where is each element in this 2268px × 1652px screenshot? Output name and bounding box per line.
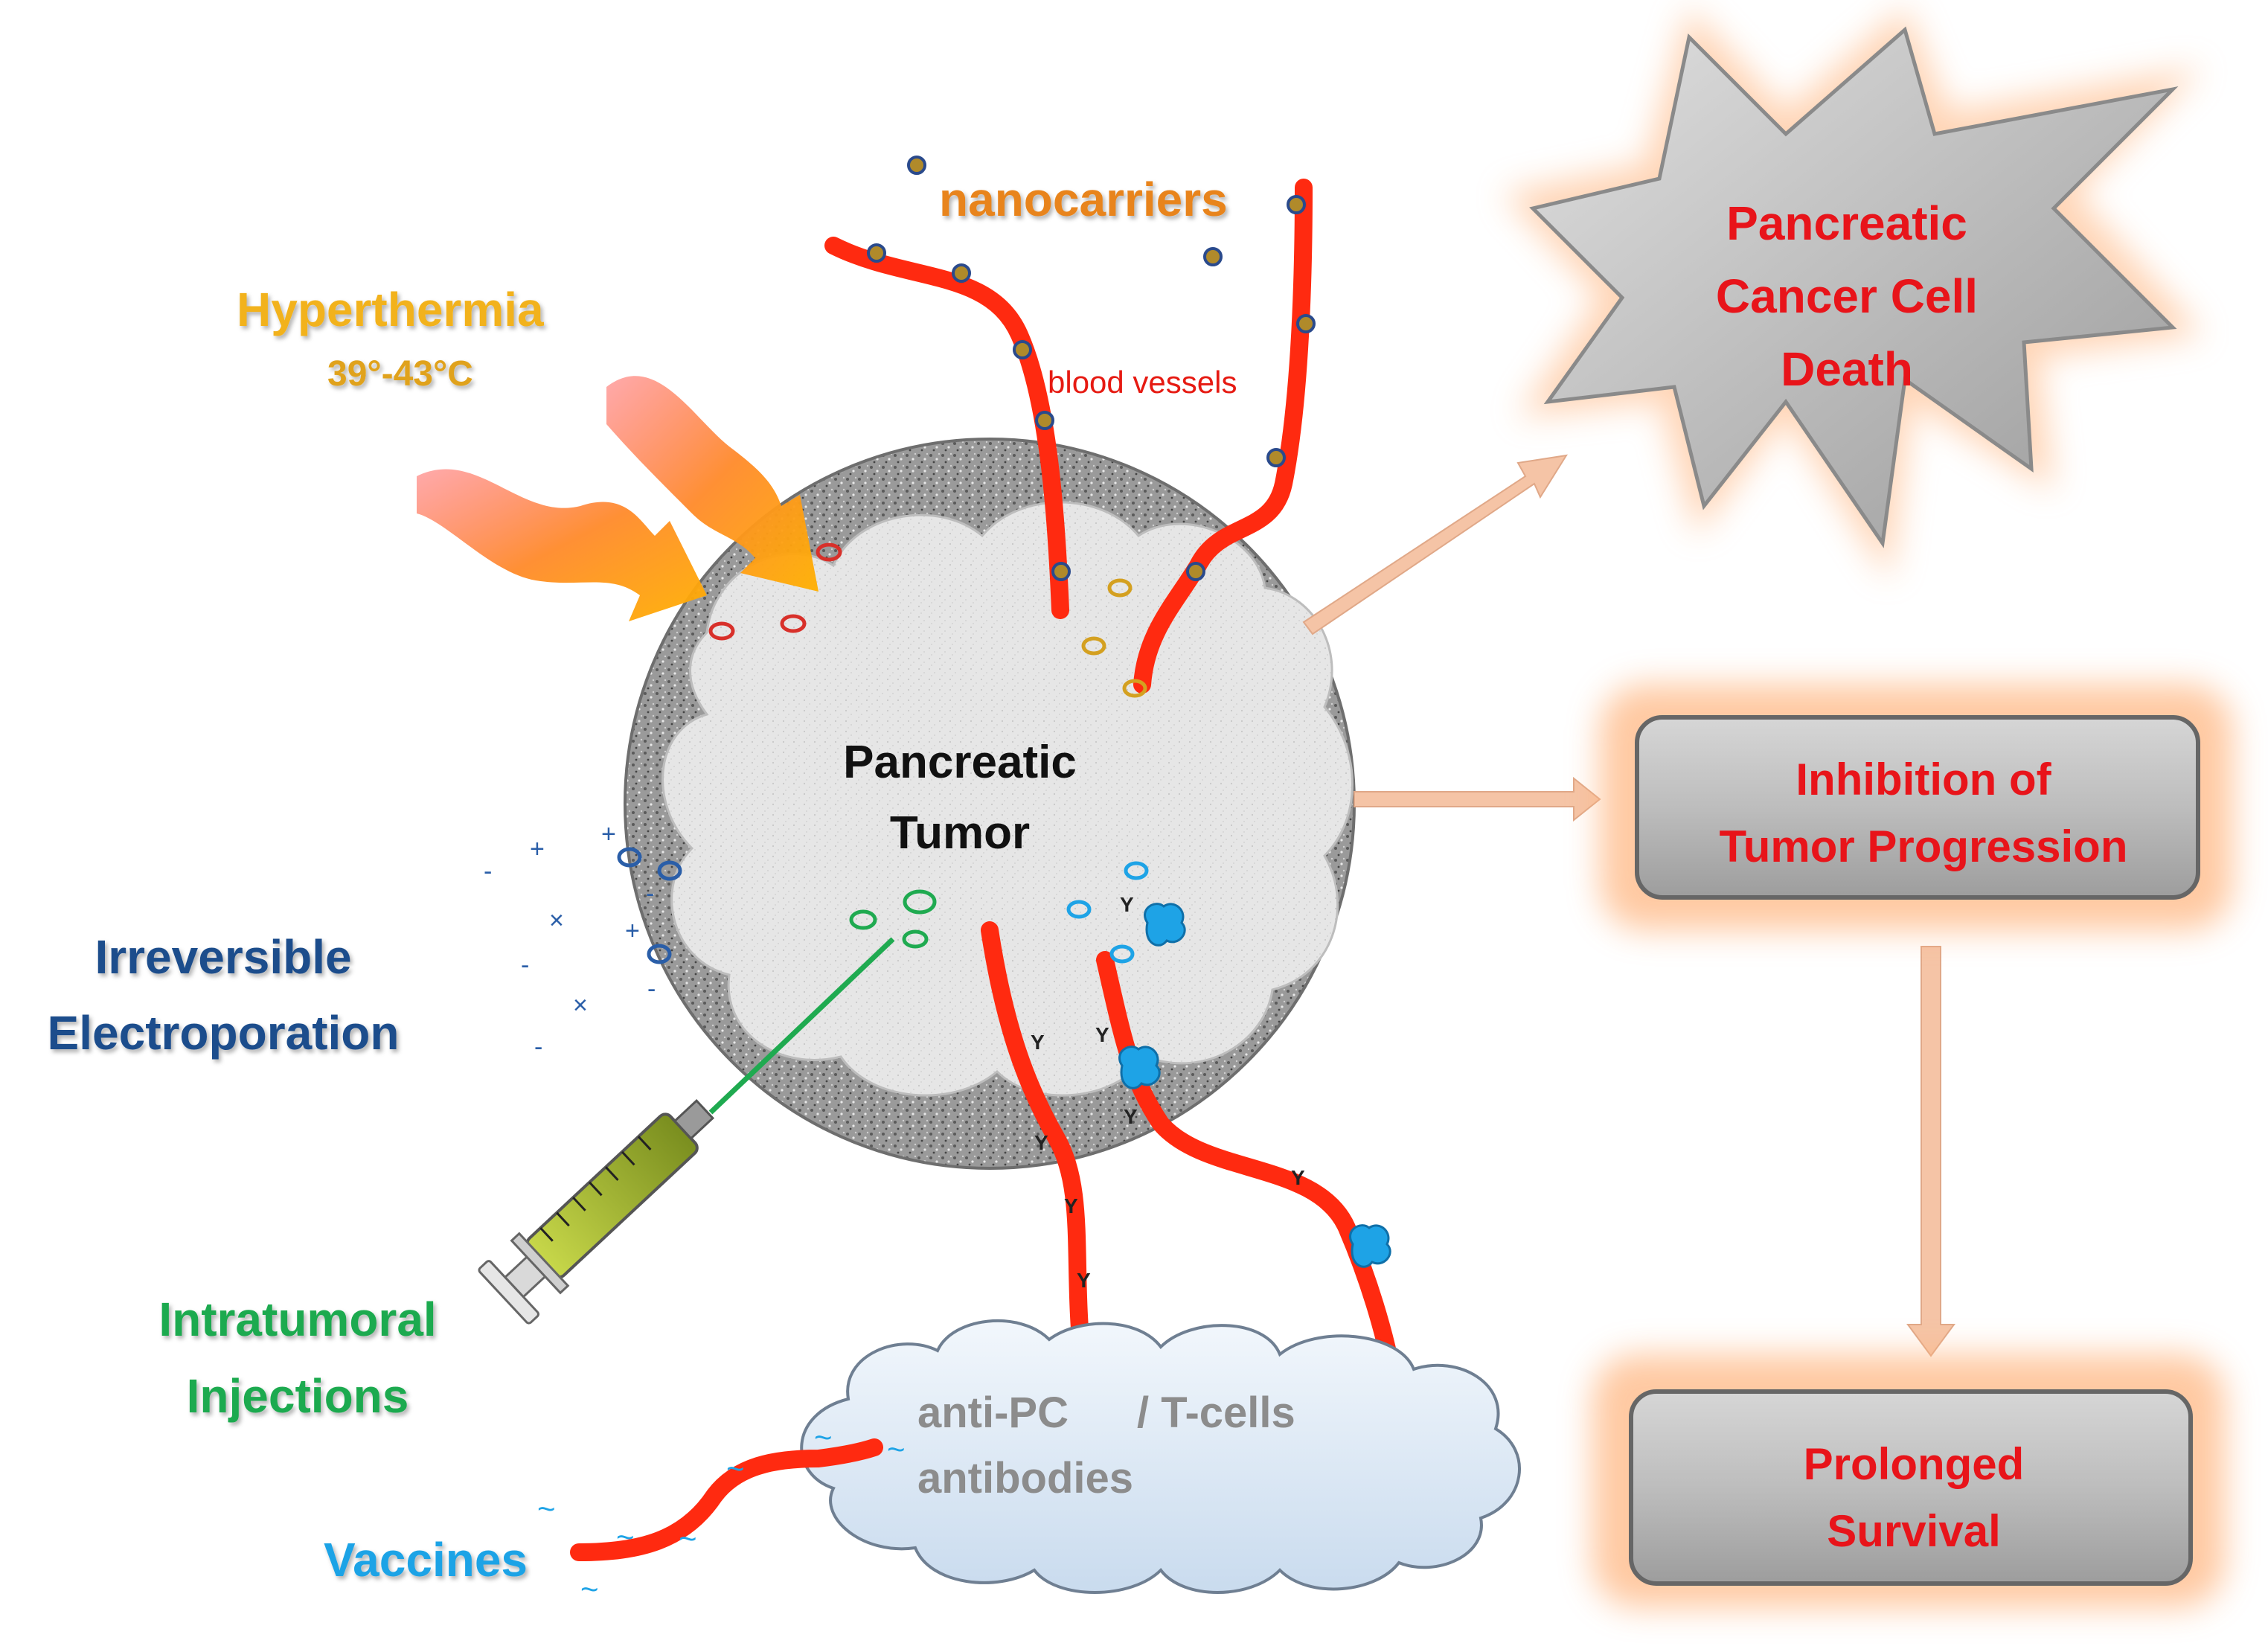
nanocarriers-label: nanocarriers — [939, 173, 1228, 226]
injection-label-line1: Intratumoral — [158, 1293, 436, 1346]
syringe-icon — [478, 937, 895, 1325]
arrow-to-survival — [1906, 946, 1955, 1357]
temperature-label: 39°-43°C — [327, 354, 473, 394]
survival-line2: Survival — [1827, 1506, 2000, 1556]
blood-vessel-left — [824, 237, 1069, 619]
antibody-icon: Y — [1077, 1269, 1091, 1292]
svg-text:~: ~ — [580, 1572, 599, 1607]
svg-text:×: × — [573, 991, 588, 1019]
svg-text:-: - — [534, 1033, 542, 1061]
heated-cells — [708, 542, 842, 641]
immune-cells — [1066, 861, 1149, 964]
nanocarrier-icon — [907, 156, 926, 175]
nanocarrier-icon — [1287, 195, 1306, 214]
svg-text:+: + — [530, 835, 545, 863]
svg-text:-: - — [521, 951, 529, 979]
antibody-icon: Y — [1095, 1023, 1109, 1046]
immune-cloud: anti-PC / T-cells antibodies — [800, 1319, 1522, 1594]
nanocarrier-icon — [1186, 562, 1205, 581]
nanocarriers — [867, 156, 1316, 581]
cloud-label-tcells: / T-cells — [1137, 1389, 1295, 1437]
outcome-arrows — [1302, 454, 1955, 1357]
svg-text:~: ~ — [814, 1420, 833, 1455]
ire-label-line2: Electroporation — [48, 1006, 400, 1060]
svg-text:-: - — [646, 880, 654, 908]
cell-death-line2: Cancer Cell — [1716, 269, 1978, 323]
cell-death-line1: Pancreatic — [1726, 196, 1967, 250]
antibody-icon: Y — [1034, 1131, 1048, 1154]
antibody-icon: Y — [1031, 1031, 1045, 1054]
svg-text:~: ~ — [726, 1451, 745, 1486]
t-cell-icon — [1144, 903, 1186, 947]
svg-text:-: - — [484, 857, 492, 886]
vaccine-particles: ~ ~ ~ ~ ~ ~ ~ — [537, 1420, 906, 1607]
electroporation-charges: - + + × - + × - - - — [484, 820, 656, 1061]
arrow-to-inhibition — [1354, 776, 1601, 822]
heat-arrow-icon — [606, 376, 819, 592]
cell-death-outcome: Pancreatic Cancer Cell Death — [1503, 7, 2203, 580]
svg-text:+: + — [601, 820, 616, 848]
svg-text:-: - — [647, 975, 656, 1003]
cell-death-line3: Death — [1781, 342, 1913, 396]
nanocarrier-icon — [1266, 448, 1286, 467]
tumor-label-line1: Pancreatic — [843, 737, 1077, 788]
svg-text:~: ~ — [537, 1491, 556, 1526]
starburst-shape — [1529, 26, 2179, 548]
inhibition-outcome: Inhibition of Tumor Progression — [1600, 685, 2232, 930]
nanocarrier-icon — [1203, 247, 1223, 266]
inhibition-box — [1635, 715, 2200, 900]
svg-text:×: × — [549, 906, 564, 935]
vaccines-label: Vaccines — [324, 1533, 528, 1587]
antibody-icon: Y — [1064, 1194, 1078, 1217]
released-nanocarriers — [1081, 578, 1147, 698]
nanocarrier-icon — [1296, 314, 1316, 333]
inhibition-line2: Tumor Progression — [1720, 822, 2128, 871]
nanocarrier-icon — [867, 243, 886, 263]
nanocarrier-icon — [1035, 411, 1054, 430]
svg-text:~: ~ — [616, 1520, 635, 1555]
injected-cells — [849, 889, 937, 949]
svg-text:~: ~ — [679, 1521, 697, 1556]
heat-arrow-icon — [417, 469, 707, 621]
t-cell-icon — [1349, 1224, 1391, 1268]
vaccine-vessel — [570, 1438, 883, 1561]
t-cell-icon — [1118, 1046, 1161, 1089]
survival-outcome: Prolonged Survival — [1592, 1354, 2225, 1607]
survival-line1: Prolonged — [1804, 1439, 2025, 1489]
pancreatic-tumor: Pancreatic Tumor — [624, 438, 1356, 1170]
antibody-icon: Y — [1291, 1166, 1305, 1189]
blood-vessels-label: blood vessels — [1048, 365, 1237, 400]
heat-arrows — [417, 376, 819, 621]
antibody-icon: Y — [1120, 893, 1134, 916]
cloud-label-antipc: anti-PC — [917, 1389, 1069, 1437]
blood-vessel-lower-left — [981, 921, 1092, 1371]
nanocarrier-icon — [1013, 340, 1032, 359]
svg-text:+: + — [625, 917, 640, 945]
electroporated-cells — [617, 847, 682, 964]
cloud-label-antibodies: antibodies — [917, 1454, 1133, 1502]
survival-box — [1629, 1389, 2193, 1586]
hyperthermia-label: Hyperthermia — [237, 283, 544, 336]
antibody-icon: Y — [1124, 1105, 1138, 1128]
tumor-core — [662, 501, 1354, 1097]
ire-label-line1: Irreversible — [94, 930, 351, 984]
inhibition-line1: Inhibition of — [1796, 755, 2051, 804]
nanocarrier-icon — [1051, 562, 1071, 581]
svg-text:~: ~ — [887, 1432, 906, 1467]
injection-label-line2: Injections — [187, 1369, 409, 1423]
nanocarrier-icon — [952, 263, 971, 283]
arrow-to-cell-death — [1302, 454, 1569, 635]
tumor-label-line2: Tumor — [890, 807, 1030, 859]
